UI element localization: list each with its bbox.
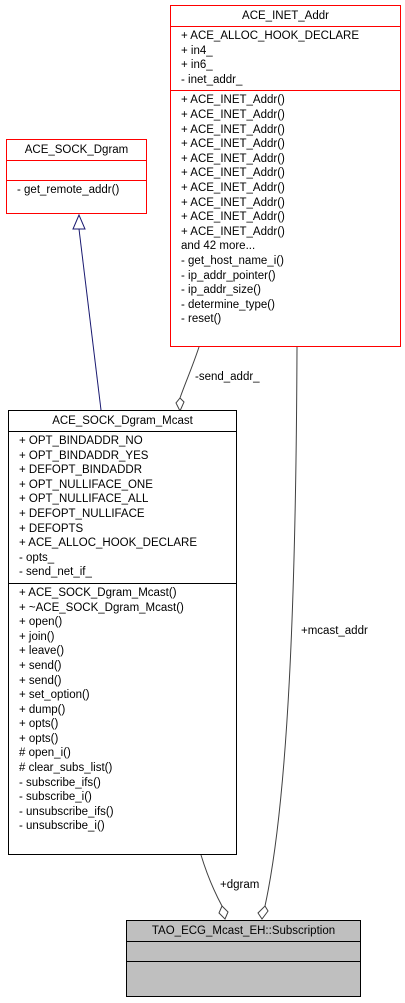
- operation-item: + opts(): [19, 718, 59, 731]
- operation-item: + ACE_INET_Addr(): [181, 108, 285, 121]
- operations-section: + ACE_INET_Addr()+ ACE_INET_Addr()+ ACE_…: [171, 90, 400, 330]
- inheritance-line: [78, 228, 102, 411]
- dgram-association: [200, 854, 223, 907]
- attribute-item: + ACE_ALLOC_HOOK_DECLARE: [181, 30, 360, 42]
- attribute-item: + OPT_BINDADDR_NO: [19, 435, 143, 447]
- operation-item: + ACE_INET_Addr(): [181, 225, 285, 238]
- operations-section: + ACE_SOCK_Dgram_Mcast() + ~ACE_SOCK_Dgra…: [9, 582, 236, 837]
- mcast-addr-diamond: [257, 905, 269, 920]
- attribute-item: + OPT_BINDADDR_YES: [19, 449, 149, 462]
- attributes-section: + ACE_ALLOC_HOOK_DECLARE + in4_ + in6_- in…: [171, 26, 400, 90]
- attributes-section: + OPT_BINDADDR_NO + OPT_BINDADDR_YES + DEF…: [9, 431, 236, 583]
- dgram-label: +dgram: [220, 879, 260, 891]
- operation-item: + leave(): [19, 645, 65, 658]
- operation-item: + ACE_INET_Addr(): [181, 196, 285, 209]
- operation-item: + ~ACE_SOCK_Dgram_Mcast(): [19, 601, 184, 614]
- attribute-item: + DEFOPT_BINDADDR: [19, 464, 143, 477]
- attributes-section: [7, 160, 146, 180]
- operation-item: # open_i(): [19, 747, 71, 760]
- attribute-item: + OPT_NULLIFACE_ONE: [19, 478, 153, 491]
- attributes-section: [127, 941, 360, 961]
- operation-item: + open(): [19, 616, 63, 629]
- mcast-addr-association: [264, 346, 298, 907]
- class-title: ACE_INET_Addr: [242, 10, 329, 22]
- operation-item: - unsubscribe_i(): [19, 820, 105, 833]
- attribute-item: + in6_: [181, 59, 213, 72]
- operation-item: + ACE_SOCK_Dgram_Mcast(): [19, 586, 177, 599]
- operation-item: and 42 more...: [181, 240, 256, 253]
- operation-item: + set_option(): [19, 689, 90, 702]
- dgram-diamond: [218, 905, 229, 920]
- operation-item: + dump(): [19, 703, 66, 716]
- attribute-item: + OPT_NULLIFACE_ALL: [19, 493, 149, 506]
- operation-item: + send(): [19, 674, 62, 687]
- operation-item: + ACE_INET_Addr(): [181, 123, 285, 136]
- operation-item: + opts(): [19, 732, 59, 745]
- class-ace-sock-dgram-mcast[interactable]: ACE_SOCK_Dgram_Mcast + OPT_BINDADDR_NO+ …: [8, 410, 237, 855]
- mcast-addr-label: +mcast_addr: [301, 625, 368, 637]
- attribute-item: + DEFOPT_NULLIFACE: [19, 507, 145, 520]
- attribute-item: + DEFOPTS: [19, 522, 84, 535]
- operation-item: + ACE_INET_Addr(): [181, 138, 285, 151]
- operation-item: - get_remote_addr(): [17, 184, 120, 196]
- attribute-item: + ACE_ALLOC_HOOK_DECLARE: [19, 537, 198, 550]
- class-title: TAO_ECG_Mcast_EH::Subscription: [151, 925, 336, 937]
- class-subscription[interactable]: TAO_ECG_Mcast_EH::Subscription: [126, 920, 361, 997]
- class-ace-inet-addr[interactable]: ACE_INET_Addr + ACE_ALLOC_HOOK_DECLARE+ …: [170, 5, 401, 347]
- operation-item: + ACE_INET_Addr(): [181, 181, 285, 194]
- operation-item: - unsubscribe_ifs(): [19, 805, 114, 818]
- operation-item: - subscribe_i(): [19, 791, 92, 804]
- send-addr-association: [179, 346, 200, 399]
- class-ace-sock-dgram[interactable]: ACE_SOCK_Dgram - get_remote_addr(): [6, 139, 147, 214]
- inheritance-arrowhead: [72, 213, 86, 230]
- operation-item: - ip_addr_pointer(): [181, 269, 276, 282]
- operations-section: - get_remote_addr(): [7, 180, 146, 201]
- operation-item: + ACE_INET_Addr(): [181, 152, 285, 165]
- class-title: ACE_SOCK_Dgram_Mcast: [52, 415, 193, 427]
- operation-item: + ACE_INET_Addr(): [181, 94, 285, 107]
- class-title: ACE_SOCK_Dgram: [24, 144, 129, 156]
- attribute-item: - inet_addr_: [181, 73, 243, 86]
- attribute-item: - send_net_if_: [19, 566, 92, 579]
- operation-item: + join(): [19, 630, 55, 643]
- operation-item: - reset(): [181, 313, 222, 326]
- operation-item: + ACE_INET_Addr(): [181, 211, 285, 224]
- send-addr-label: -send_addr_: [195, 371, 260, 383]
- operation-item: - get_host_name_i(): [181, 254, 284, 267]
- operation-item: + send(): [19, 659, 62, 672]
- operation-item: - determine_type(): [181, 298, 275, 311]
- attribute-item: - opts_: [19, 551, 55, 564]
- operation-item: # clear_subs_list(): [19, 762, 113, 775]
- operations-section: [127, 961, 360, 981]
- operation-item: - subscribe_ifs(): [19, 776, 101, 789]
- operation-item: + ACE_INET_Addr(): [181, 167, 285, 180]
- attribute-item: + in4_: [181, 44, 213, 57]
- operation-item: - ip_addr_size(): [181, 284, 261, 297]
